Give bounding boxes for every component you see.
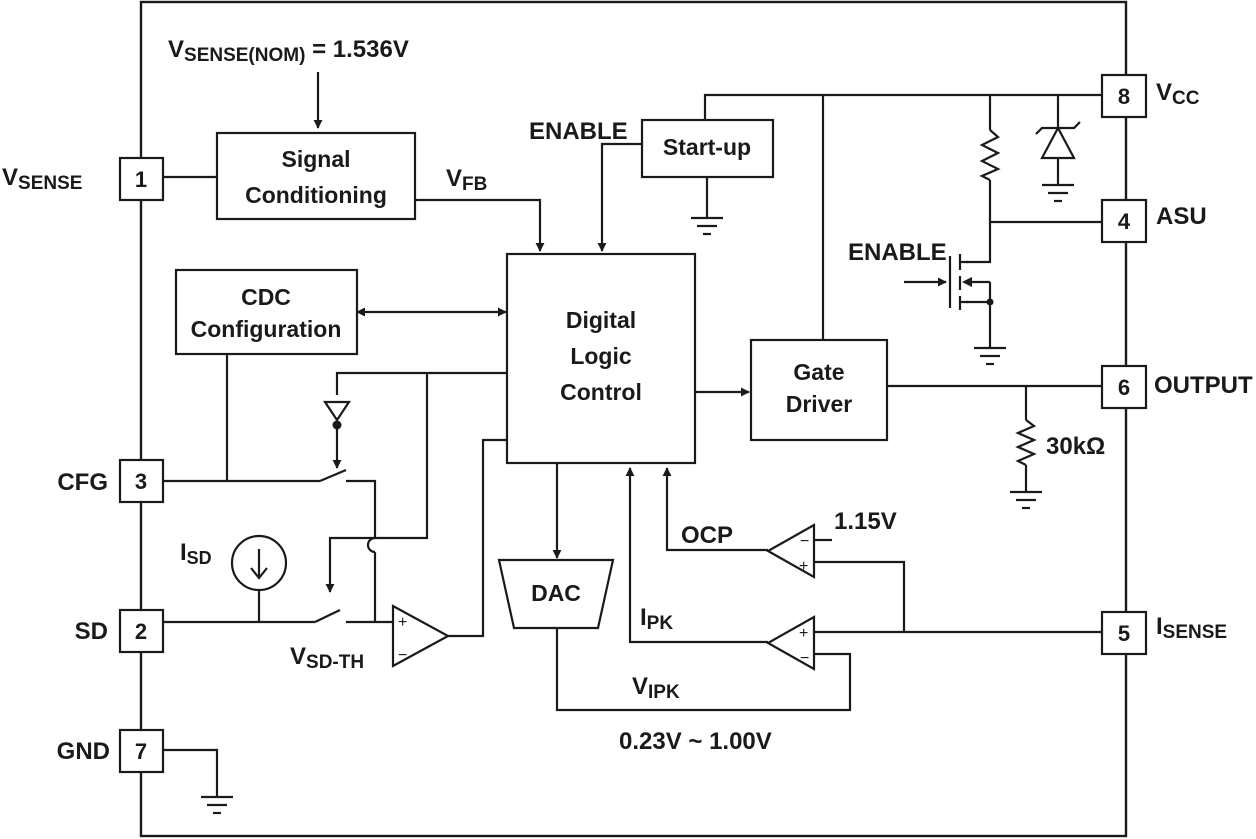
svg-text:2: 2	[135, 619, 147, 644]
inverter-icon	[322, 400, 352, 430]
svg-text:7: 7	[135, 739, 147, 764]
svg-text:−: −	[398, 647, 407, 664]
svg-text:Signal: Signal	[281, 146, 350, 172]
ground-symbols	[201, 183, 1074, 815]
gate-driver-block: Gate Driver	[749, 338, 889, 442]
start-up-block: Start-up	[640, 118, 775, 179]
svg-text:ISENSE: ISENSE	[1156, 613, 1227, 643]
ocp-label: OCP	[681, 522, 733, 549]
vipk-range-label: 0.23V ~ 1.00V	[619, 728, 772, 755]
svg-text:Start-up: Start-up	[663, 134, 751, 160]
svg-text:ASU: ASU	[1156, 203, 1207, 230]
svg-text:Conditioning: Conditioning	[245, 182, 387, 208]
ocp-ref-label: 1.15V	[834, 508, 897, 535]
svg-text:+: +	[799, 558, 808, 575]
resistor-value-label: 30kΩ	[1046, 433, 1105, 460]
svg-text:Gate: Gate	[793, 359, 844, 385]
cdc-configuration-block: CDC Configuration	[174, 268, 359, 356]
current-source-icon	[230, 534, 288, 592]
pin-3: 3 CFG	[57, 458, 165, 504]
enable-mosfet-label: ENABLE	[848, 239, 947, 266]
isd-label: ISD	[180, 539, 212, 568]
svg-text:CFG: CFG	[57, 469, 108, 496]
digital-logic-control-block: Digital Logic Control	[505, 252, 697, 465]
vsense-nom-label: VSENSE(NOM) = 1.536V	[168, 36, 409, 66]
svg-text:+: +	[799, 625, 808, 642]
pin-6: 6 OUTPUT	[1100, 364, 1253, 410]
svg-text:−: −	[800, 533, 809, 550]
vsdth-label: VSD-TH	[290, 643, 364, 673]
svg-text:−: −	[800, 650, 809, 667]
svg-text:VCC: VCC	[1156, 79, 1200, 109]
signal-conditioning-block: Signal Conditioning	[215, 131, 417, 221]
wires	[163, 72, 1102, 797]
svg-text:8: 8	[1118, 84, 1130, 109]
svg-text:Logic: Logic	[570, 343, 632, 369]
svg-text:3: 3	[135, 469, 147, 494]
comparator-ipk: + −	[765, 615, 816, 671]
pin-2: 2 SD	[75, 608, 165, 654]
resistor-icon	[979, 129, 1001, 181]
ground-icon	[1042, 183, 1074, 203]
svg-text:DAC: DAC	[531, 580, 581, 606]
mosfet-icon	[948, 254, 994, 310]
svg-text:Driver: Driver	[786, 391, 853, 417]
pin-4: 4 ASU	[1100, 198, 1207, 244]
vipk-label: VIPK	[632, 673, 680, 703]
zener-diode-icon	[1035, 121, 1081, 160]
svg-text:Control: Control	[560, 379, 642, 405]
ipk-label: IPK	[640, 604, 673, 634]
svg-text:VSENSE: VSENSE	[2, 164, 82, 194]
enable-startup-label: ENABLE	[529, 118, 628, 145]
svg-text:4: 4	[1118, 209, 1131, 234]
pin-5: 5 ISENSE	[1100, 610, 1227, 656]
svg-text:SD: SD	[75, 618, 108, 645]
dac-block: DAC	[497, 558, 615, 630]
pin-7: 7 GND	[57, 728, 165, 774]
svg-text:6: 6	[1118, 375, 1130, 400]
comparator-ocp: − +	[765, 523, 816, 579]
svg-text:GND: GND	[57, 738, 110, 765]
svg-text:Digital: Digital	[566, 307, 636, 333]
vfb-label: VFB	[446, 165, 487, 195]
svg-text:OUTPUT: OUTPUT	[1154, 372, 1253, 399]
ground-icon	[974, 346, 1006, 366]
ground-icon	[691, 216, 723, 236]
ground-icon	[201, 795, 233, 815]
svg-text:1: 1	[135, 167, 147, 192]
svg-text:CDC: CDC	[241, 284, 291, 310]
comparator-sd: + −	[391, 604, 451, 668]
svg-text:+: +	[398, 614, 407, 631]
svg-text:Configuration: Configuration	[191, 316, 342, 342]
pulldown-resistor-icon	[1015, 419, 1037, 466]
ground-icon	[1010, 490, 1042, 510]
pin-8: 8 VCC	[1100, 73, 1200, 119]
pin-1: 1 VSENSE	[2, 156, 165, 202]
svg-text:5: 5	[1118, 621, 1130, 646]
